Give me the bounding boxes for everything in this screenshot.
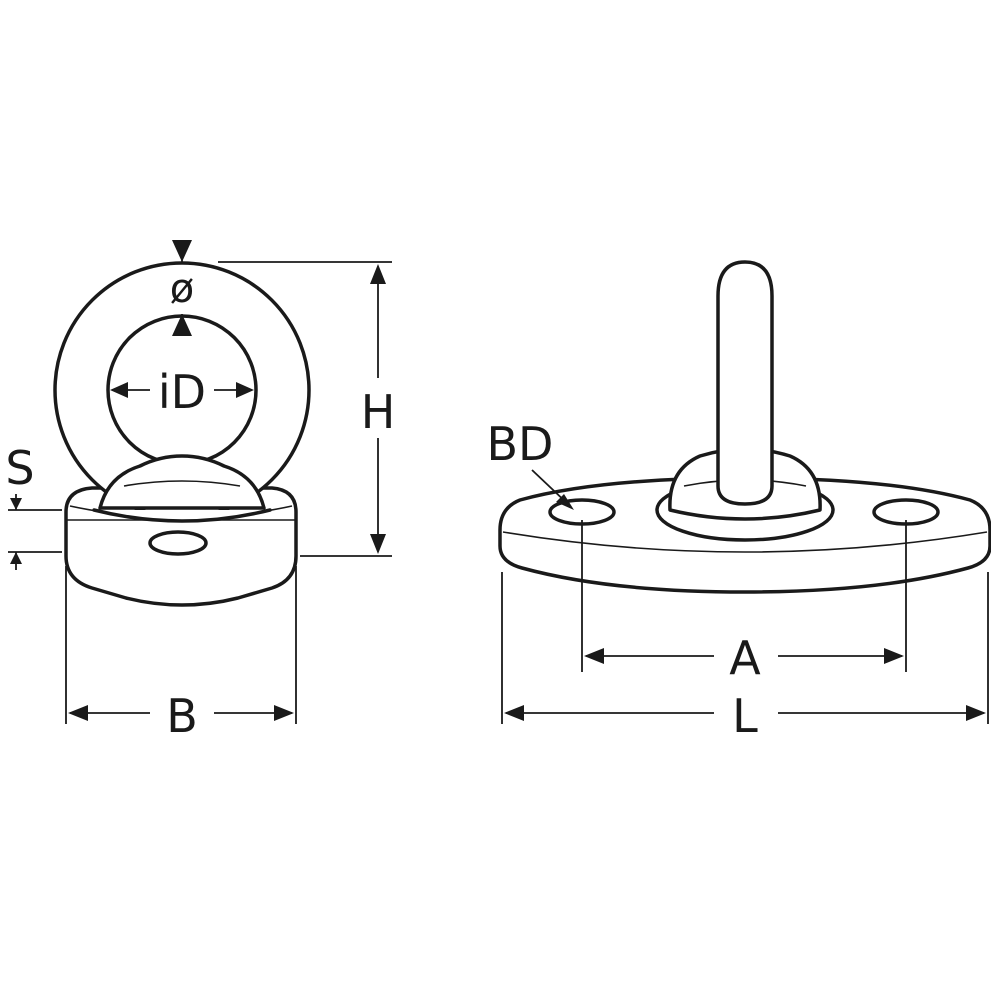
front-view: [53, 261, 311, 607]
front-dimensions: ø iD H S B: [5, 240, 395, 743]
swivel-boss-base: [92, 508, 272, 523]
side-view: [498, 260, 991, 594]
thickness-label: S: [5, 441, 34, 495]
wire-dia-label: ø: [170, 266, 194, 312]
length-label: L: [732, 689, 758, 743]
width-label: B: [166, 689, 198, 743]
height-label: H: [361, 385, 396, 439]
front-bolt-hole: [148, 530, 208, 556]
swivel-boss-ring: [123, 480, 241, 487]
bolt-hole-label: BD: [487, 417, 554, 471]
side-ring: [716, 260, 774, 506]
side-dimensions: BD A L: [487, 417, 989, 743]
inner-dia-label: iD: [158, 365, 206, 419]
spacing-label: A: [729, 631, 761, 685]
swivel-boss: [98, 454, 266, 510]
side-base-top-edge: [502, 531, 988, 553]
